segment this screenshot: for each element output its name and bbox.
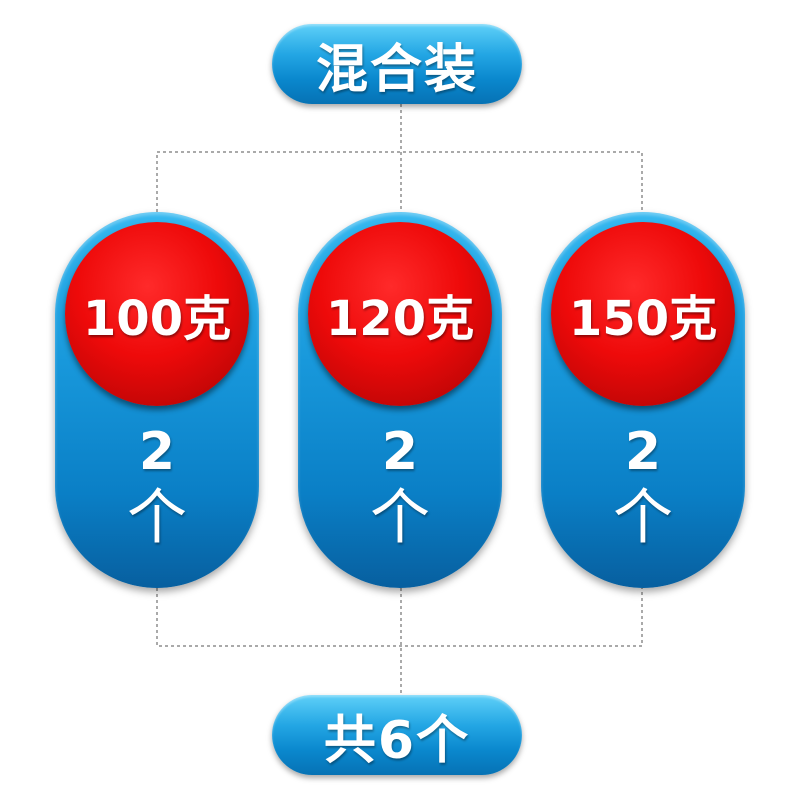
header-label: 混合装 xyxy=(315,39,478,100)
package-capsule-2: 120克 2 个 xyxy=(298,212,502,588)
footer-pill: 共6个 xyxy=(272,695,522,775)
count-unit-1: 个 xyxy=(127,483,187,553)
count-unit-3: 个 xyxy=(613,483,673,553)
count-unit-2: 个 xyxy=(370,483,430,553)
weight-circle-1: 100克 xyxy=(65,222,249,406)
count-number-1: 2 xyxy=(138,422,176,482)
package-capsule-3: 150克 2 个 xyxy=(541,212,745,588)
weight-circle-3: 150克 xyxy=(551,222,735,406)
weight-label-1: 100克 xyxy=(82,291,232,347)
weight-circle-2: 120克 xyxy=(308,222,492,406)
count-block-1: 2 个 xyxy=(55,422,259,554)
count-number-3: 2 xyxy=(624,422,662,482)
weight-label-3: 150克 xyxy=(568,291,718,347)
weight-label-2: 120克 xyxy=(325,291,475,347)
footer-label: 共6个 xyxy=(323,710,471,771)
count-block-3: 2 个 xyxy=(541,422,745,554)
count-number-2: 2 xyxy=(381,422,419,482)
package-capsule-1: 100克 2 个 xyxy=(55,212,259,588)
header-pill: 混合装 xyxy=(272,24,522,104)
count-block-2: 2 个 xyxy=(298,422,502,554)
